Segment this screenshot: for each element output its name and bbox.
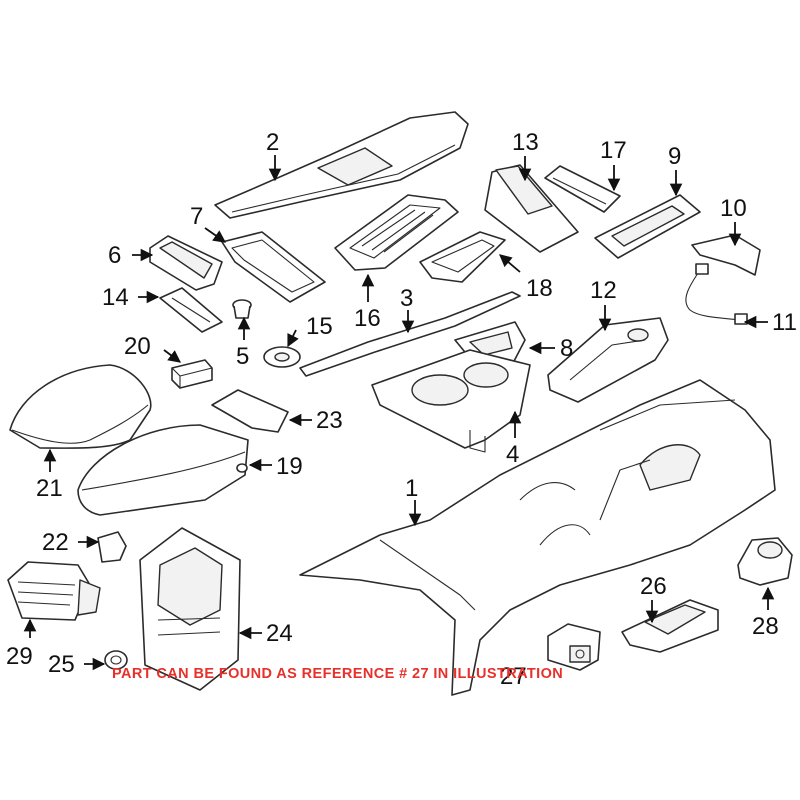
callout-8: 8 [560,335,573,362]
part-16-mat [334,194,459,271]
part-4-cupholder [371,349,531,453]
callout-3: 3 [400,285,413,312]
callout-22: 22 [42,529,69,556]
callout-10: 10 [720,195,747,222]
callout-14: 14 [102,284,129,311]
part-17-tray [544,165,621,213]
arrow-15 [287,329,299,348]
callout-9: 9 [668,143,681,170]
part-12-bracket [547,317,669,403]
callout-5: 5 [236,343,249,370]
part-21-armrest [9,364,152,449]
part-23-panel [211,389,289,433]
callout-27: 27 [500,663,527,690]
part-13-bin [484,164,579,253]
part-25-knob [104,650,128,670]
part-27-switch [547,623,601,671]
callout-26: 26 [640,573,667,600]
callout-11: 11 [772,309,797,336]
arrow-20 [163,349,182,363]
part-1-console [299,379,776,696]
callout-28: 28 [752,613,779,640]
arrow-18 [499,254,521,273]
callout-25: 25 [48,651,75,678]
callout-21: 21 [36,475,63,502]
callout-12: 12 [590,277,617,304]
part-26-module [621,599,719,653]
part-18-mat [419,231,506,283]
callout-29: 29 [6,643,33,670]
callout-6: 6 [108,242,121,269]
part-5-clip [232,299,252,319]
callout-19: 19 [276,453,303,480]
callout-4: 4 [506,441,519,468]
part-14-mat [159,287,223,333]
part-19-base [77,424,249,516]
callout-24: 24 [266,620,293,647]
callout-1: 1 [405,475,418,502]
callout-16: 16 [354,305,381,332]
callout-labels: 1 2 3 4 5 6 7 8 9 10 11 12 13 14 15 16 1… [6,129,797,690]
callout-23: 23 [316,407,343,434]
arrow-7 [204,227,227,243]
leader-arrows [23,155,775,671]
part-9-switch-panel [594,194,701,259]
part-6-holder [149,235,223,291]
callout-20: 20 [124,333,151,360]
reference-note: PART CAN BE FOUND AS REFERENCE # 27 IN I… [112,666,563,682]
callout-13: 13 [512,129,539,156]
callout-2: 2 [266,129,279,156]
part-28-selector [737,537,793,586]
part-11-harness [685,263,748,325]
part-20-block [171,359,213,389]
part-7-tray [221,231,326,303]
callout-17: 17 [600,137,627,164]
part-22-clip [97,531,127,563]
part-15-disc [263,346,301,368]
part-24-panel [139,527,241,691]
part-29-vent [7,561,101,621]
part-2-trim-panel [214,111,469,219]
callout-7: 7 [190,203,203,230]
part-3-strip [299,291,521,377]
callout-15: 15 [306,313,333,340]
callout-18: 18 [526,275,553,302]
